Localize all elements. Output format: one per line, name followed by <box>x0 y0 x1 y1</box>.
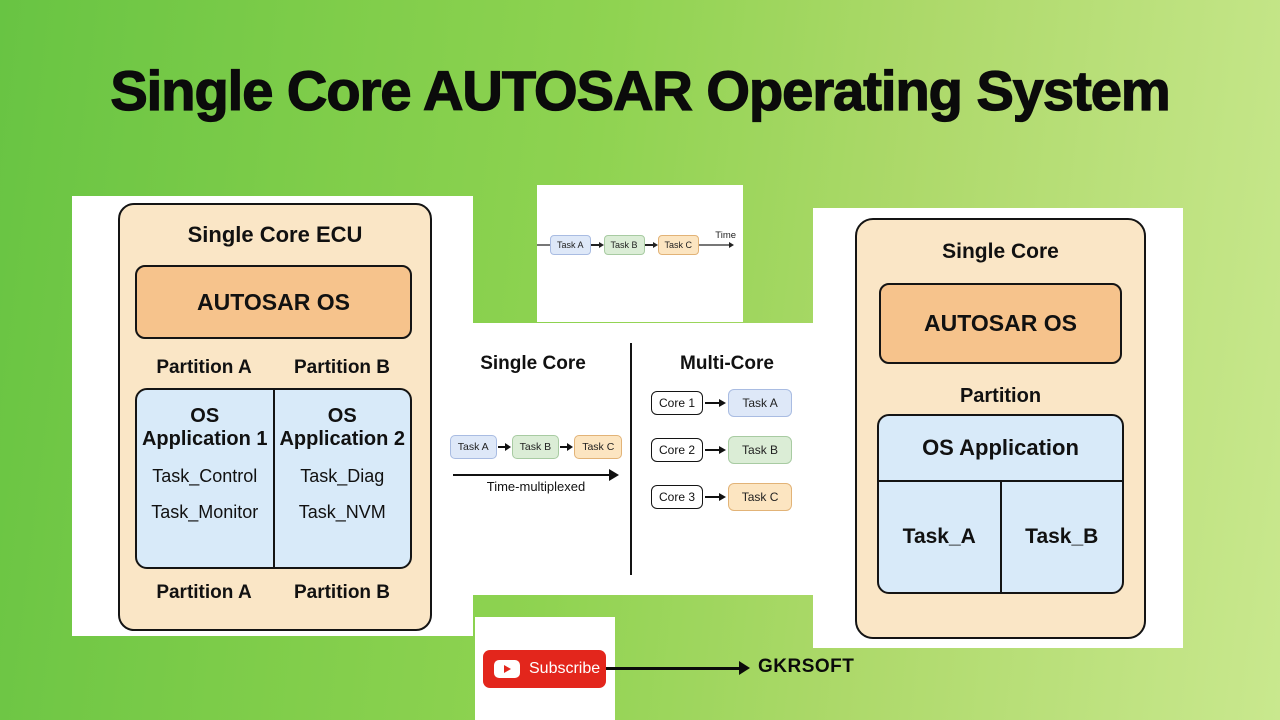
multi-core-heading: Multi-Core <box>680 353 774 374</box>
task-control-label: Task_Control <box>152 466 258 486</box>
task-b-chip: Task B <box>603 235 645 255</box>
time-axis-label: Time <box>715 230 737 241</box>
task-timeline-flow: Task A Task B Task C Time <box>537 230 743 255</box>
task-b-chip: Task B <box>511 435 560 459</box>
single-core-title: Single Core <box>942 240 1059 263</box>
os-application-box: OS Application Task_A Task_B <box>877 414 1124 594</box>
os-application-2-title: OS Application 2 <box>279 405 406 450</box>
task-a-chip: Task A <box>550 235 591 255</box>
core-1-box: Core 1 <box>651 391 704 415</box>
ecu-title: Single Core ECU <box>187 222 363 247</box>
os-application-2-cell: OS Application 2 Task_Diag Task_NVM <box>272 390 411 567</box>
single-core-box: Single Core AUTOSAR OS Partition OS Appl… <box>855 218 1146 639</box>
task-a-chip: Task A <box>449 435 497 459</box>
task-nvm-label: Task_NVM <box>298 502 386 522</box>
page-title: Single Core AUTOSAR Operating System <box>110 58 1172 122</box>
core-task-row: Core 2 Task B <box>651 436 793 464</box>
comparison-divider <box>630 343 632 575</box>
timeline-lead-line <box>537 244 550 246</box>
task-c-chip: Task C <box>574 435 623 459</box>
task-c-chip: Task C <box>728 483 793 511</box>
single-core-ecu-box: Single Core ECU AUTOSAR OS Partition A P… <box>118 203 432 631</box>
os-application-1-title: OS Application 1 <box>141 405 268 450</box>
subscribe-button[interactable]: Subscribe <box>483 650 606 688</box>
single-core-panel: Single Core AUTOSAR OS Partition OS Appl… <box>813 208 1183 648</box>
core-3-box: Core 3 <box>651 485 704 509</box>
task-diag-label: Task_Diag <box>300 466 385 486</box>
arrow-to-channel <box>606 661 750 675</box>
os-applications-box: OS Application 1 Task_Control Task_Monit… <box>135 388 412 569</box>
core-task-row: Core 1 Task A <box>651 389 793 417</box>
arrow-right-icon <box>560 443 574 451</box>
time-axis-arrow <box>453 469 619 481</box>
arrow-right-icon <box>497 443 511 451</box>
subscribe-card: Subscribe <box>475 617 615 720</box>
autosar-os-box: AUTOSAR OS <box>879 283 1122 364</box>
partition-b-label: Partition B <box>293 357 391 378</box>
time-multiplexed-caption: Time-multiplexed <box>486 479 586 494</box>
arrow-right-icon <box>705 446 727 454</box>
time-axis: Time <box>699 230 736 248</box>
core-task-row: Core 3 Task C <box>651 483 793 511</box>
single-core-task-flow: Task A Task B Task C <box>449 435 623 459</box>
task-monitor-label: Task_Monitor <box>151 502 259 522</box>
task-cells: Task_A Task_B <box>879 482 1122 592</box>
partition-labels-bottom: Partition A Partition B <box>135 582 411 604</box>
arrow-right-icon <box>705 493 727 501</box>
subscribe-label: Subscribe <box>529 660 601 677</box>
multi-core-rows: Core 1 Task A Core 2 Task B Core 3 Task … <box>651 389 793 530</box>
single-core-heading: Single Core <box>480 353 586 374</box>
os-application-1-cell: OS Application 1 Task_Control Task_Monit… <box>137 390 273 567</box>
task-b-chip: Task B <box>728 436 793 464</box>
task-b-cell: Task_B <box>999 482 1123 592</box>
channel-name: GKRSOFT <box>758 656 855 677</box>
arrow-right-icon <box>729 242 735 248</box>
partition-b-label: Partition B <box>293 582 391 603</box>
core-comparison-panel: Single Core Task A Task B Task C Time-mu… <box>449 323 813 595</box>
task-a-cell: Task_A <box>902 525 976 548</box>
partition-labels-top: Partition A Partition B <box>135 357 411 379</box>
partition-a-label: Partition A <box>156 357 252 378</box>
core-2-box: Core 2 <box>651 438 704 462</box>
partition-a-label: Partition A <box>156 582 252 603</box>
partition-label: Partition <box>959 385 1042 407</box>
autosar-os-box: AUTOSAR OS <box>135 265 412 339</box>
arrow-right-icon <box>644 242 658 248</box>
task-timeline-panel: Task A Task B Task C Time <box>537 185 743 322</box>
os-application-title: OS Application <box>879 416 1122 482</box>
youtube-play-icon <box>494 660 520 678</box>
task-c-chip: Task C <box>657 235 700 255</box>
arrow-right-icon <box>705 399 727 407</box>
arrow-right-icon <box>590 242 604 248</box>
single-core-ecu-panel: Single Core ECU AUTOSAR OS Partition A P… <box>72 196 473 636</box>
task-a-chip: Task A <box>728 389 793 417</box>
